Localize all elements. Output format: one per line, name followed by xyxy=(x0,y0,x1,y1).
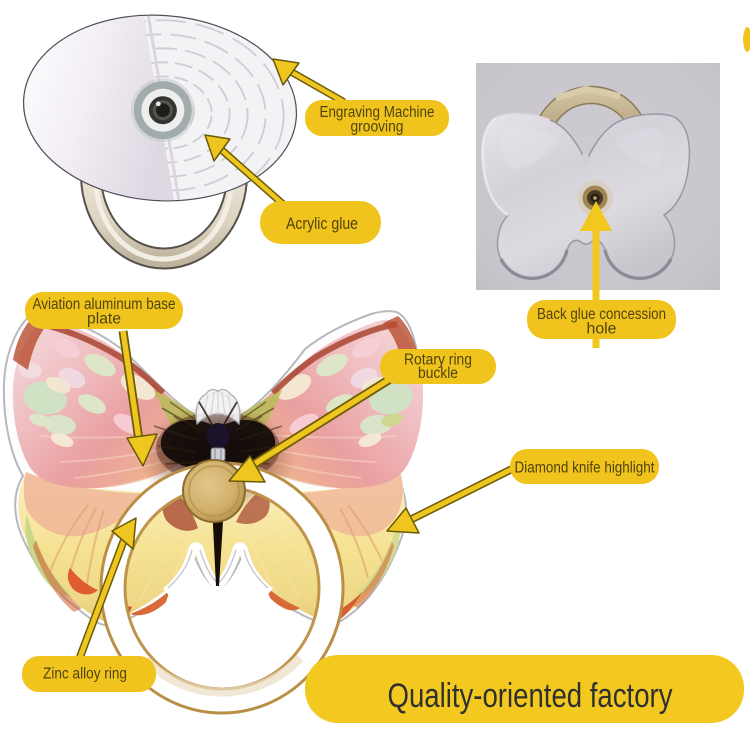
svg-text:plate: plate xyxy=(87,311,121,328)
svg-text:Quality-oriented factory: Quality-oriented factory xyxy=(388,677,673,715)
svg-text:Zinc alloy ring: Zinc alloy ring xyxy=(43,666,127,683)
svg-text:Back glue concession: Back glue concession xyxy=(537,306,666,323)
svg-text:buckle: buckle xyxy=(418,365,458,382)
svg-text:Diamond knife highlight: Diamond knife highlight xyxy=(515,460,656,477)
svg-text:Engraving Machine: Engraving Machine xyxy=(320,104,435,121)
svg-text:Aviation aluminum base: Aviation aluminum base xyxy=(33,296,176,313)
svg-text:grooving: grooving xyxy=(351,119,404,136)
svg-text:Rotary ring: Rotary ring xyxy=(404,352,472,369)
svg-text:Acrylic glue: Acrylic glue xyxy=(286,214,358,233)
svg-text:hole: hole xyxy=(587,321,617,338)
